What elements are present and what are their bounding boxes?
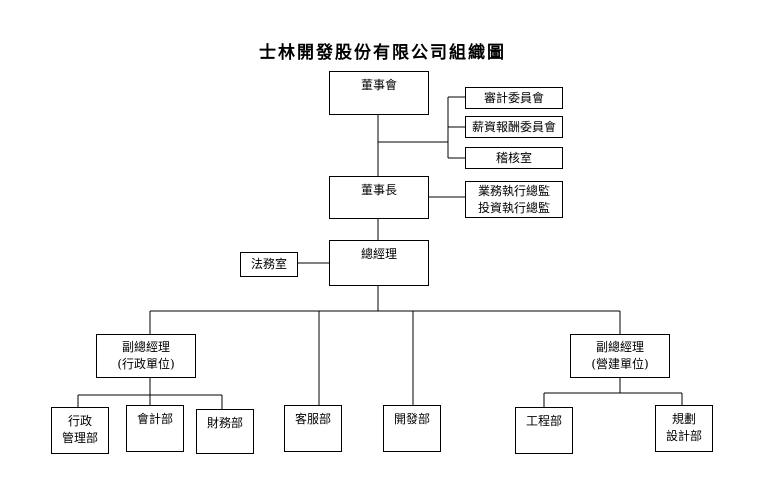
- engineering-label: 工程部: [525, 414, 562, 428]
- vp-construction-title: 副總經理: [595, 340, 644, 354]
- investment-director-label: 投資執行總監: [477, 200, 550, 215]
- planning-design-box: 規劃 設計部: [655, 405, 713, 452]
- board-label: 董事會: [360, 78, 397, 92]
- audit-office-label: 稽核室: [495, 150, 532, 165]
- legal-box: 法務室: [240, 252, 298, 277]
- engineering-box: 工程部: [515, 407, 573, 454]
- business-director-label: 業務執行總監: [477, 183, 550, 198]
- finance-box: 財務部: [196, 409, 254, 454]
- audit-committee-box: 審計委員會: [465, 87, 563, 109]
- audit-committee-label: 審計委員會: [483, 90, 544, 105]
- chart-title: 士林開發股份有限公司組織圖: [259, 43, 506, 63]
- finance-label: 財務部: [206, 416, 243, 430]
- development-box: 開發部: [383, 405, 441, 452]
- development-label: 開發部: [393, 412, 430, 426]
- compensation-committee-box: 薪資報酬委員會: [465, 116, 563, 138]
- customer-service-box: 客服部: [284, 405, 342, 452]
- planning-design-line2: 設計部: [665, 429, 702, 443]
- customer-service-label: 客服部: [294, 412, 331, 426]
- admin-management-box: 行政 管理部: [51, 407, 109, 454]
- audit-office-box: 稽核室: [465, 147, 563, 169]
- executives-box: 業務執行總監 投資執行總監: [465, 181, 563, 218]
- admin-management-line2: 管理部: [61, 431, 98, 445]
- vp-construction-unit: (營建單位): [591, 357, 649, 371]
- accounting-box: 會計部: [126, 405, 184, 452]
- legal-label: 法務室: [250, 257, 287, 271]
- vp-admin-box: 副總經理 (行政單位): [96, 334, 196, 378]
- gm-box: 總經理: [329, 240, 429, 286]
- admin-management-line1: 行政: [67, 414, 92, 428]
- board-box: 董事會: [329, 71, 429, 115]
- compensation-committee-label: 薪資報酬委員會: [471, 119, 556, 134]
- planning-design-line1: 規劃: [671, 412, 696, 426]
- accounting-label: 會計部: [136, 412, 173, 426]
- vp-construction-box: 副總經理 (營建單位): [570, 334, 670, 378]
- vp-admin-unit: (行政單位): [117, 357, 175, 371]
- chairman-box: 董事長: [329, 176, 429, 219]
- gm-label: 總經理: [360, 247, 397, 261]
- vp-admin-title: 副總經理: [121, 340, 170, 354]
- chairman-label: 董事長: [360, 183, 397, 197]
